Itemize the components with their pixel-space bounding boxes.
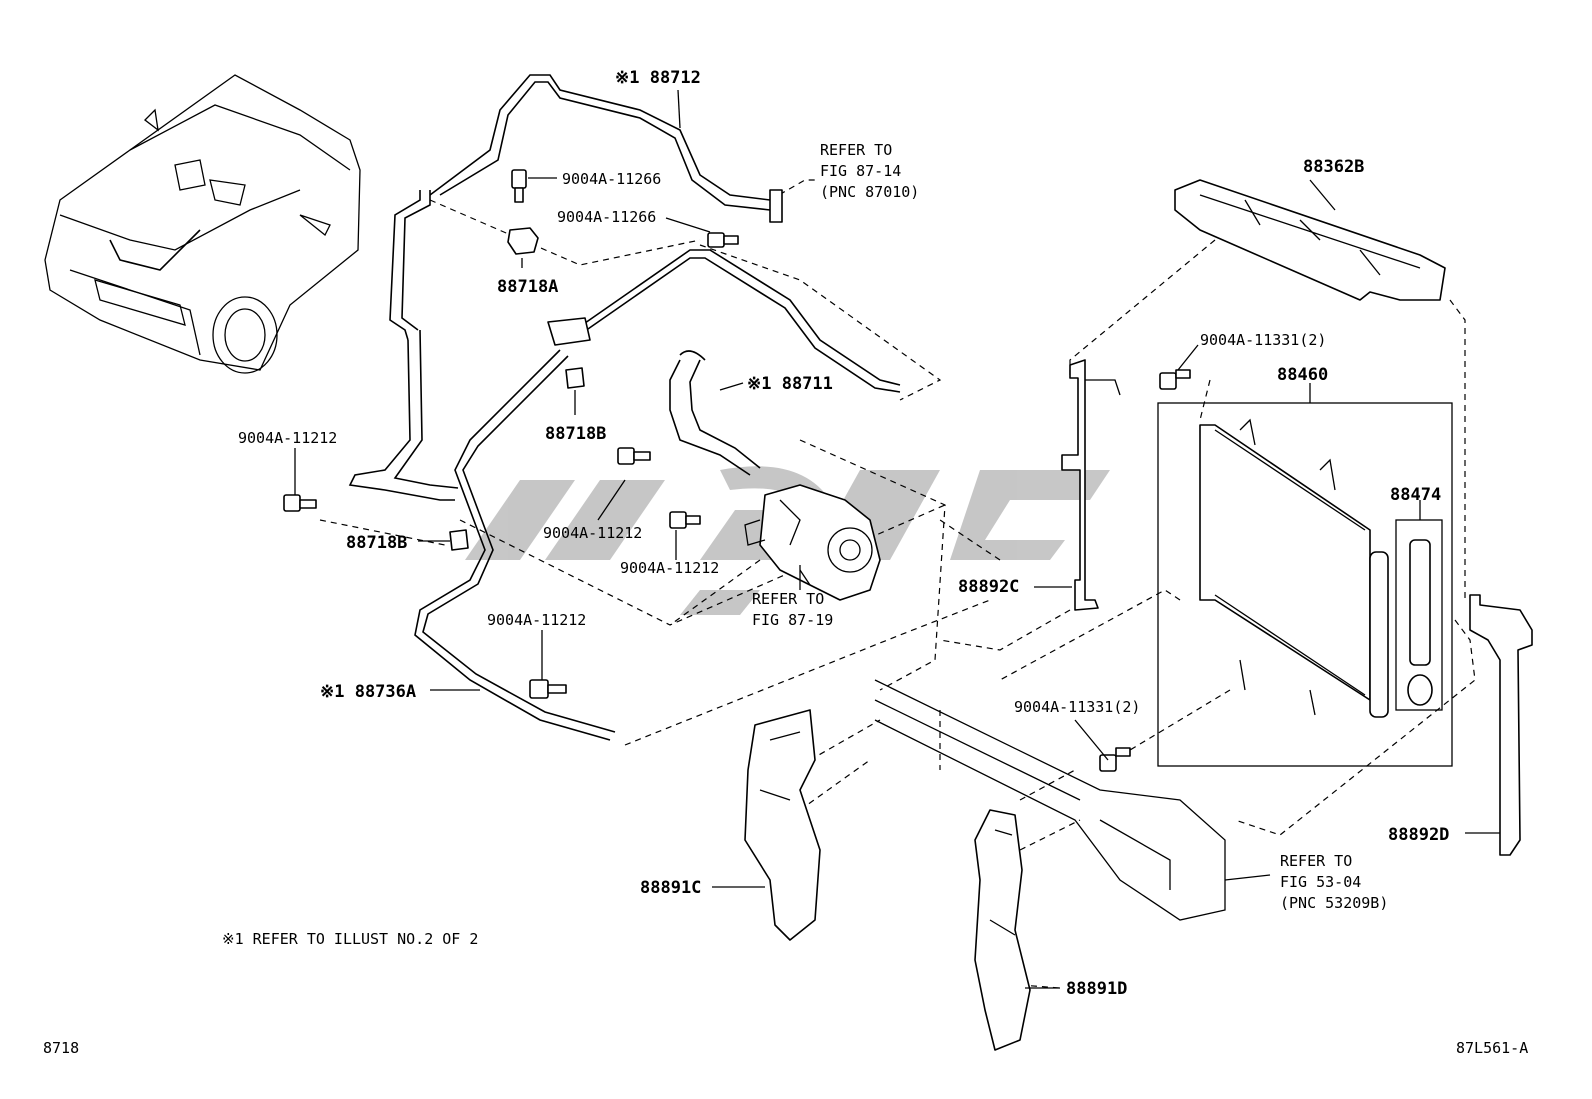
- clip-icon: [507, 227, 539, 255]
- label-88718B-upper: 88718B: [545, 424, 606, 444]
- label-88460: 88460: [1277, 365, 1328, 385]
- label-88718B-lower: 88718B: [346, 533, 407, 553]
- air-guide-88891D: [974, 809, 1031, 1051]
- ac-compressor: [744, 484, 881, 601]
- label-bolt-9004A-11266-mid: 9004A-11266: [557, 208, 656, 226]
- condenser-side-bracket-right: [1469, 594, 1533, 856]
- bolt-icon: [283, 494, 317, 512]
- bolt-icon: [617, 447, 651, 465]
- label-88474: 88474: [1390, 485, 1441, 505]
- ref-fig-87-14-line3: (PNC 87010): [820, 183, 919, 201]
- label-88362B: 88362B: [1303, 157, 1364, 177]
- ref-fig-53-04-line3: (PNC 53209B): [1280, 894, 1388, 912]
- label-bolt-9004A-11212-lower: 9004A-11212: [487, 611, 586, 629]
- radiator-support-cover: [1174, 179, 1446, 301]
- clip-icon: [565, 367, 585, 389]
- clip-icon: [449, 529, 469, 551]
- illustration-id: 87L561-A: [1456, 1039, 1528, 1057]
- ac-lines: [348, 74, 901, 741]
- label-88718A: 88718A: [497, 277, 558, 297]
- label-88892C: 88892C: [958, 577, 1019, 597]
- ref-fig-87-19-line2: FIG 87-19: [752, 611, 833, 629]
- figure-number: 8718: [43, 1039, 79, 1057]
- bolt-icon: [1159, 369, 1191, 390]
- bolt-icon: [529, 679, 567, 699]
- bolt-icon: [669, 511, 701, 529]
- label-bolt-9004A-11212-left: 9004A-11212: [238, 429, 337, 447]
- clip-icon: [769, 189, 783, 223]
- label-88891C: 88891C: [640, 878, 701, 898]
- ref-fig-87-14-line2: FIG 87-14: [820, 162, 901, 180]
- label-bolt-9004A-11331-upper: 9004A-11331(2): [1200, 331, 1326, 349]
- label-88892D: 88892D: [1388, 825, 1449, 845]
- vehicle-inset-illustration: [44, 74, 361, 374]
- air-guide-88891C: [744, 709, 821, 941]
- clip-icon: [547, 317, 591, 346]
- label-88711: ※1 88711: [747, 374, 833, 394]
- ref-fig-87-14-line1: REFER TO: [820, 141, 892, 159]
- part-labels: ※1 88712 9004A-11266 9004A-11266 88718A …: [238, 68, 1449, 999]
- ref-fig-53-04-line1: REFER TO: [1280, 852, 1352, 870]
- condenser-side-bracket-left: [1061, 359, 1121, 611]
- bolt-icon: [511, 169, 527, 203]
- leader-lines: [294, 89, 1500, 989]
- label-bolt-9004A-11266-top: 9004A-11266: [562, 170, 661, 188]
- fasteners: [283, 169, 1191, 772]
- ref-fig-53-04-line2: FIG 53-04: [1280, 873, 1361, 891]
- condenser-assembly: [1157, 402, 1453, 767]
- footnote: ※1 REFER TO ILLUST NO.2 OF 2: [222, 930, 478, 948]
- bolt-icon: [707, 232, 739, 248]
- label-bolt-9004A-11212-compressor: 9004A-11212: [620, 559, 719, 577]
- lower-crossmember: [874, 679, 1226, 921]
- bolt-icon: [1099, 747, 1131, 772]
- label-88736A: ※1 88736A: [320, 682, 416, 702]
- reference-notes: REFER TO FIG 87-14 (PNC 87010) REFER TO …: [752, 141, 1388, 912]
- label-88712: ※1 88712: [615, 68, 701, 88]
- label-bolt-9004A-11212-center: 9004A-11212: [543, 524, 642, 542]
- ref-fig-87-19-line1: REFER TO: [752, 590, 824, 608]
- label-88891D: 88891D: [1066, 979, 1127, 999]
- label-bolt-9004A-11331-lower: 9004A-11331(2): [1014, 698, 1140, 716]
